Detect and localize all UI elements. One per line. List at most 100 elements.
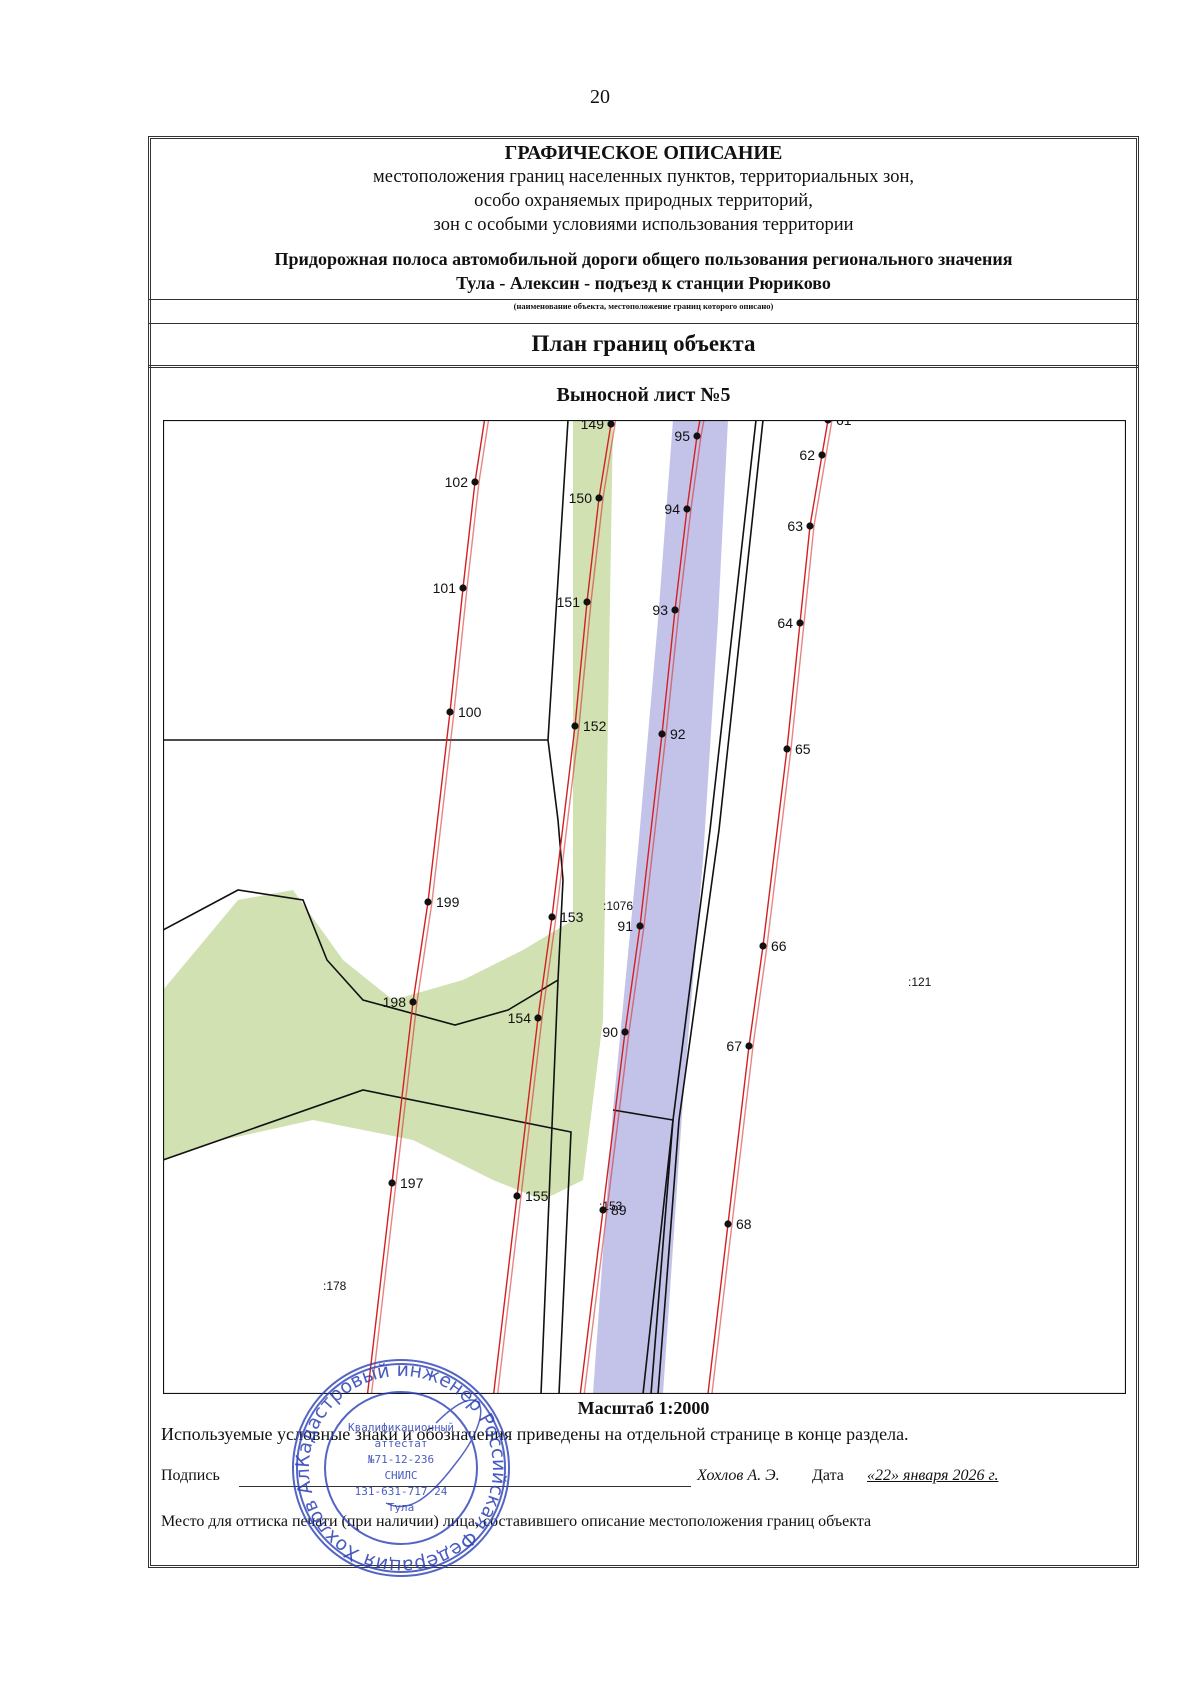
- boundary-point-63: [806, 522, 814, 530]
- boundary-point-149: [607, 420, 615, 428]
- point-label-154: 154: [508, 1010, 532, 1026]
- point-label-68: 68: [736, 1216, 752, 1232]
- point-label-152: 152: [583, 718, 607, 734]
- boundary-point-89: [599, 1206, 607, 1214]
- seal-center-line: Квалификационный: [348, 1421, 454, 1434]
- legend-note: Используемые условные знаки и обозначени…: [161, 1424, 909, 1444]
- object-caption: (наименование объекта, местоположение гр…: [148, 299, 1139, 311]
- boundary-point-199: [424, 898, 432, 906]
- boundary-line-4-offset: [711, 420, 833, 1394]
- point-label-64: 64: [777, 615, 793, 631]
- boundary-point-66: [759, 942, 767, 950]
- boundary-line-2-offset: [496, 420, 617, 1394]
- sheet-title: Выносной лист №5: [556, 384, 731, 406]
- point-label-89: 89: [611, 1202, 627, 1218]
- vegetation-area: [163, 420, 613, 1200]
- boundary-point-102: [471, 478, 479, 486]
- boundary-point-152: [571, 722, 579, 730]
- point-label-155: 155: [525, 1188, 549, 1204]
- boundary-point-68: [724, 1220, 732, 1228]
- point-label-199: 199: [436, 894, 460, 910]
- point-label-198: 198: [383, 994, 407, 1010]
- boundary-line-3: [579, 420, 701, 1394]
- boundary-point-198: [409, 998, 417, 1006]
- parcel-boundary-2: [163, 420, 569, 1026]
- point-label-62: 62: [799, 447, 815, 463]
- boundary-point-94: [683, 505, 691, 513]
- boundary-point-67: [745, 1042, 753, 1050]
- signature-row: Подпись Хохлов А. Э. Дата «22» января 20…: [161, 1467, 1121, 1491]
- point-label-61: 61: [836, 420, 852, 428]
- date-value: «22» января 2026 г.: [867, 1467, 999, 1484]
- boundary-point-62: [818, 451, 826, 459]
- seal-center-line: 131-631-717 24: [355, 1485, 448, 1498]
- map-border: [163, 420, 1126, 1394]
- boundary-point-154: [534, 1014, 542, 1022]
- date-label: Дата: [812, 1467, 844, 1484]
- header-block: ГРАФИЧЕСКОЕ ОПИСАНИЕ местоположения гран…: [148, 136, 1139, 368]
- point-label-67: 67: [726, 1038, 742, 1054]
- point-label-63: 63: [787, 518, 803, 534]
- boundary-point-65: [783, 745, 791, 753]
- stamp-place-note: Место для оттиска печати (при наличии) л…: [161, 1513, 872, 1530]
- boundary-line-1-offset: [370, 420, 490, 1394]
- point-label-197: 197: [400, 1175, 424, 1191]
- boundary-line-2: [492, 420, 613, 1394]
- page-number: 20: [590, 86, 610, 108]
- point-label-92: 92: [670, 726, 686, 742]
- boundary-point-101: [459, 584, 467, 592]
- point-label-100: 100: [458, 704, 482, 720]
- point-label-149: 149: [581, 420, 605, 432]
- title-line-2: особо охраняемых природных территорий,: [474, 191, 813, 211]
- signer-name: Хохлов А. Э.: [697, 1467, 780, 1484]
- map-canvas: 1031021011001991981971481491501511521531…: [163, 420, 1126, 1394]
- header-divider: [148, 323, 1139, 324]
- boundary-point-150: [595, 494, 603, 502]
- boundary-point-91: [636, 922, 644, 930]
- boundary-map: 1031021011001991981971481491501511521531…: [163, 420, 1126, 1394]
- parcel-boundary-7: [612, 1109, 674, 1394]
- parcel-label-1076: :1076: [603, 899, 633, 913]
- boundary-point-90: [621, 1028, 629, 1036]
- boundary-point-95: [693, 432, 701, 440]
- point-label-65: 65: [795, 741, 811, 757]
- boundary-point-197: [388, 1179, 396, 1187]
- point-label-94: 94: [664, 501, 680, 517]
- seal-center-line: №71-12-236: [368, 1453, 434, 1466]
- title-line-3: зон с особыми условиями использования те…: [433, 215, 854, 235]
- parcel-boundary-3: [163, 1089, 572, 1394]
- boundary-line-4: [707, 420, 829, 1394]
- document-frame: [148, 136, 1139, 1568]
- point-label-153: 153: [560, 909, 584, 925]
- point-label-95: 95: [674, 428, 690, 444]
- seal-center-line: СНИЛС: [384, 1469, 417, 1482]
- boundary-point-153: [548, 913, 556, 921]
- point-label-93: 93: [652, 602, 668, 618]
- point-label-66: 66: [771, 938, 787, 954]
- point-label-90: 90: [602, 1024, 618, 1040]
- seal-center-line: Тула: [388, 1501, 415, 1514]
- boundary-point-155: [513, 1192, 521, 1200]
- boundary-point-64: [796, 619, 804, 627]
- boundary-point-93: [671, 606, 679, 614]
- parcel-boundary-6: [657, 420, 764, 1394]
- signature-line: [239, 1486, 691, 1487]
- road-strip: [593, 420, 728, 1394]
- parcel-boundary-5: [650, 420, 757, 1394]
- boundary-point-92: [658, 730, 666, 738]
- document-title: ГРАФИЧЕСКОЕ ОПИСАНИЕ: [504, 142, 783, 164]
- object-name-line-1: Придорожная полоса автомобильной дороги …: [274, 249, 1013, 269]
- map-scale: Масштаб 1:2000: [577, 1398, 710, 1418]
- seal-center-line: аттестат: [375, 1437, 428, 1450]
- title-line-1: местоположения границ населенных пунктов…: [372, 167, 914, 187]
- parcel-label-153: :153: [599, 1199, 623, 1213]
- engineer-seal: Кадастровый инженер Российская Федерация…: [286, 1353, 510, 1577]
- parcel-boundary-4: [540, 979, 559, 1394]
- parcel-label-178: :178: [323, 1279, 347, 1293]
- parcel-label-121: :121: [908, 975, 932, 989]
- boundary-line-3-offset: [583, 420, 705, 1394]
- object-name-line-2: Тула - Алексин - подъезд к станции Рюрик…: [456, 273, 831, 293]
- point-label-151: 151: [557, 594, 581, 610]
- point-label-102: 102: [445, 474, 469, 490]
- boundary-point-100: [446, 708, 454, 716]
